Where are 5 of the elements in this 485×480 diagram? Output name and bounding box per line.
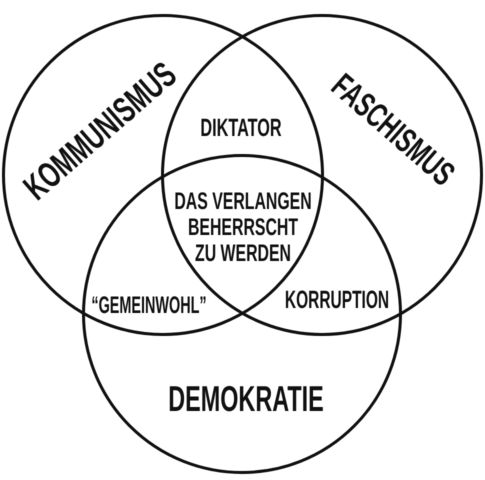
overlap-label: DAS VERLANGEN BEHERRSCHT ZU WERDEN: [174, 189, 312, 267]
overlap-label: “GEMEINWOHL”: [91, 293, 207, 319]
set-label: DEMOKRATIE: [168, 381, 324, 417]
overlap-label: KORRUPTION: [284, 287, 390, 313]
overlap-label: DIKTATOR: [200, 115, 282, 141]
